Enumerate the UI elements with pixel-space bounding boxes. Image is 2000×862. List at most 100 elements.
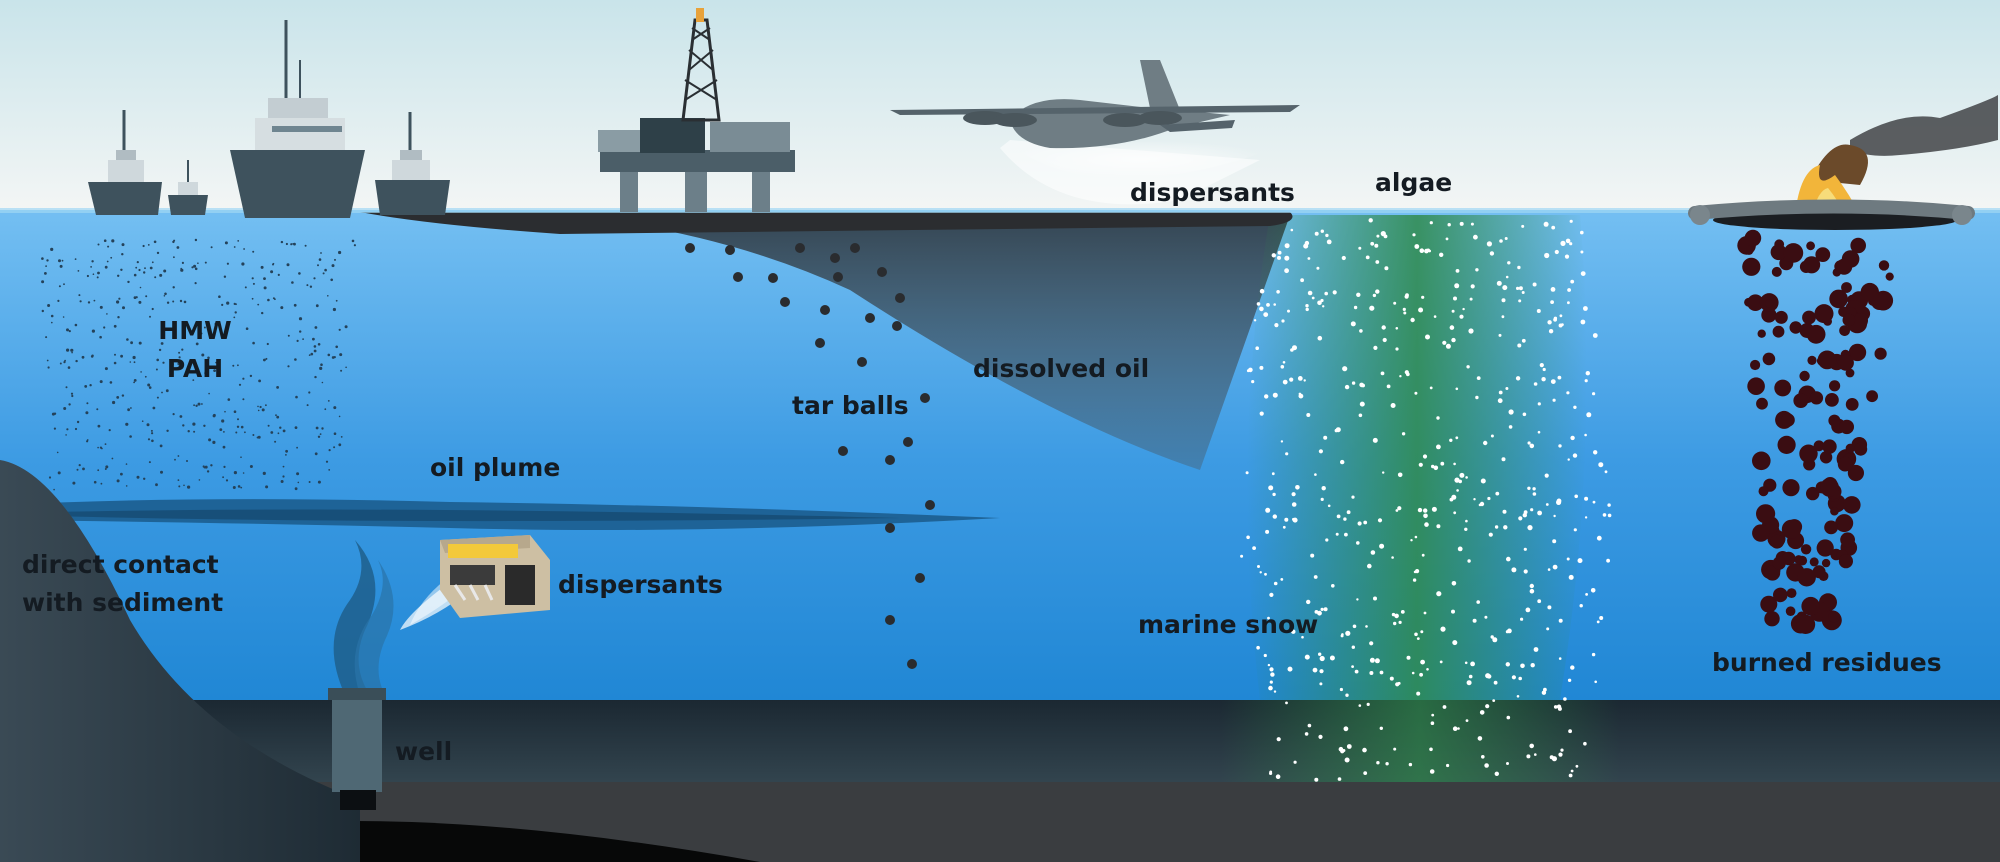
marine-snow-flake bbox=[1498, 333, 1502, 337]
marine-snow-flake bbox=[1485, 704, 1490, 709]
pah-particle bbox=[195, 342, 199, 346]
marine-snow-flake bbox=[1508, 425, 1513, 429]
pah-particle bbox=[125, 422, 129, 426]
marine-snow-flake bbox=[1271, 472, 1275, 476]
pah-particle bbox=[201, 353, 205, 357]
marine-snow-flake bbox=[1280, 365, 1285, 369]
burned-residue bbox=[1809, 557, 1819, 567]
pah-particle bbox=[252, 250, 255, 253]
pah-particle bbox=[315, 304, 319, 308]
pah-particle bbox=[327, 400, 330, 402]
marine-snow-flake bbox=[1256, 302, 1261, 306]
marine-snow-flake bbox=[1451, 581, 1457, 586]
pah-particle bbox=[93, 480, 97, 484]
pah-particle bbox=[81, 355, 85, 359]
pah-particle bbox=[225, 479, 229, 482]
marine-snow-flake bbox=[1575, 764, 1579, 768]
marine-snow-flake bbox=[1440, 461, 1445, 466]
marine-snow-flake bbox=[1419, 672, 1423, 677]
pah-particle bbox=[213, 413, 216, 417]
marine-snow-flake bbox=[1481, 755, 1485, 759]
burned-residue bbox=[1825, 393, 1839, 407]
marine-snow-flake bbox=[1389, 676, 1394, 681]
pah-particle bbox=[104, 367, 108, 371]
marine-snow-flake bbox=[1346, 744, 1352, 749]
marine-snow-flake bbox=[1489, 251, 1495, 256]
marine-snow-flake bbox=[1507, 628, 1512, 634]
pah-particle bbox=[86, 440, 89, 443]
marine-snow-flake bbox=[1551, 225, 1556, 230]
marine-snow-flake bbox=[1304, 240, 1310, 246]
pah-particle bbox=[65, 386, 68, 389]
pah-particle bbox=[319, 366, 323, 370]
marine-snow-flake bbox=[1397, 506, 1402, 511]
marine-snow-flake bbox=[1324, 291, 1328, 296]
pah-particle bbox=[223, 275, 227, 278]
pah-particle bbox=[127, 280, 130, 284]
pah-particle bbox=[173, 239, 176, 242]
pah-particle bbox=[265, 404, 267, 407]
marine-snow-flake bbox=[1342, 749, 1346, 752]
marine-snow-flake bbox=[1465, 476, 1468, 479]
marine-snow-flake bbox=[1564, 254, 1570, 259]
pah-particle bbox=[99, 335, 102, 339]
marine-snow-flake bbox=[1365, 255, 1370, 260]
pah-particle bbox=[277, 273, 280, 276]
pah-particle bbox=[328, 449, 331, 452]
pah-particle bbox=[58, 259, 61, 263]
marine-snow-flake bbox=[1456, 489, 1459, 492]
marine-snow-flake bbox=[1480, 478, 1486, 484]
pah-particle bbox=[315, 426, 319, 430]
pah-particle bbox=[77, 270, 80, 272]
marine-snow-flake bbox=[1327, 504, 1331, 508]
marine-snow-flake bbox=[1584, 379, 1588, 383]
pah-particle bbox=[212, 440, 216, 444]
marine-snow-flake bbox=[1379, 670, 1384, 675]
pah-particle bbox=[193, 264, 197, 268]
pah-particle bbox=[214, 322, 218, 326]
pah-particle bbox=[197, 402, 201, 406]
marine-snow-flake bbox=[1418, 462, 1423, 467]
marine-snow-flake bbox=[1351, 665, 1354, 668]
marine-snow-flake bbox=[1584, 496, 1589, 501]
boat-icon bbox=[88, 20, 450, 218]
marine-snow-flake bbox=[1431, 713, 1435, 717]
marine-snow-flake bbox=[1431, 506, 1437, 512]
burned-residue bbox=[1764, 611, 1780, 627]
pah-particle bbox=[129, 435, 132, 438]
pah-particle bbox=[266, 342, 269, 346]
pah-particle bbox=[136, 475, 140, 479]
burned-residue bbox=[1874, 347, 1887, 360]
marine-snow-flake bbox=[1375, 289, 1380, 294]
burned-residue bbox=[1806, 241, 1815, 251]
pah-particle bbox=[138, 341, 142, 345]
pah-particle bbox=[191, 266, 194, 269]
burned-residue bbox=[1799, 444, 1818, 463]
pah-particle bbox=[270, 270, 274, 274]
marine-snow-flake bbox=[1380, 371, 1385, 376]
pah-particle bbox=[74, 323, 78, 327]
marine-snow-flake bbox=[1466, 365, 1470, 369]
pah-particle bbox=[126, 338, 129, 341]
burned-residue bbox=[1836, 258, 1853, 275]
marine-snow-flake bbox=[1381, 325, 1386, 330]
marine-snow-flake bbox=[1518, 299, 1522, 303]
marine-snow-flake bbox=[1320, 298, 1324, 303]
pah-particle bbox=[160, 342, 164, 345]
pah-particle bbox=[237, 240, 240, 242]
pah-particle bbox=[280, 306, 284, 310]
marine-snow-flake bbox=[1515, 376, 1521, 381]
pah-particle bbox=[294, 426, 298, 429]
pah-particle bbox=[152, 406, 156, 410]
marine-snow-flake bbox=[1297, 376, 1303, 381]
marine-snow-flake bbox=[1495, 491, 1500, 496]
marine-snow-flake bbox=[1273, 581, 1278, 586]
marine-snow-flake bbox=[1251, 380, 1255, 384]
marine-snow-flake bbox=[1252, 546, 1256, 550]
marine-snow-flake bbox=[1433, 315, 1437, 318]
marine-snow-flake bbox=[1314, 777, 1319, 782]
marine-snow-flake bbox=[1379, 543, 1385, 549]
burned-residue bbox=[1752, 524, 1770, 542]
marine-snow-flake bbox=[1558, 752, 1563, 757]
pah-particle bbox=[242, 472, 245, 474]
